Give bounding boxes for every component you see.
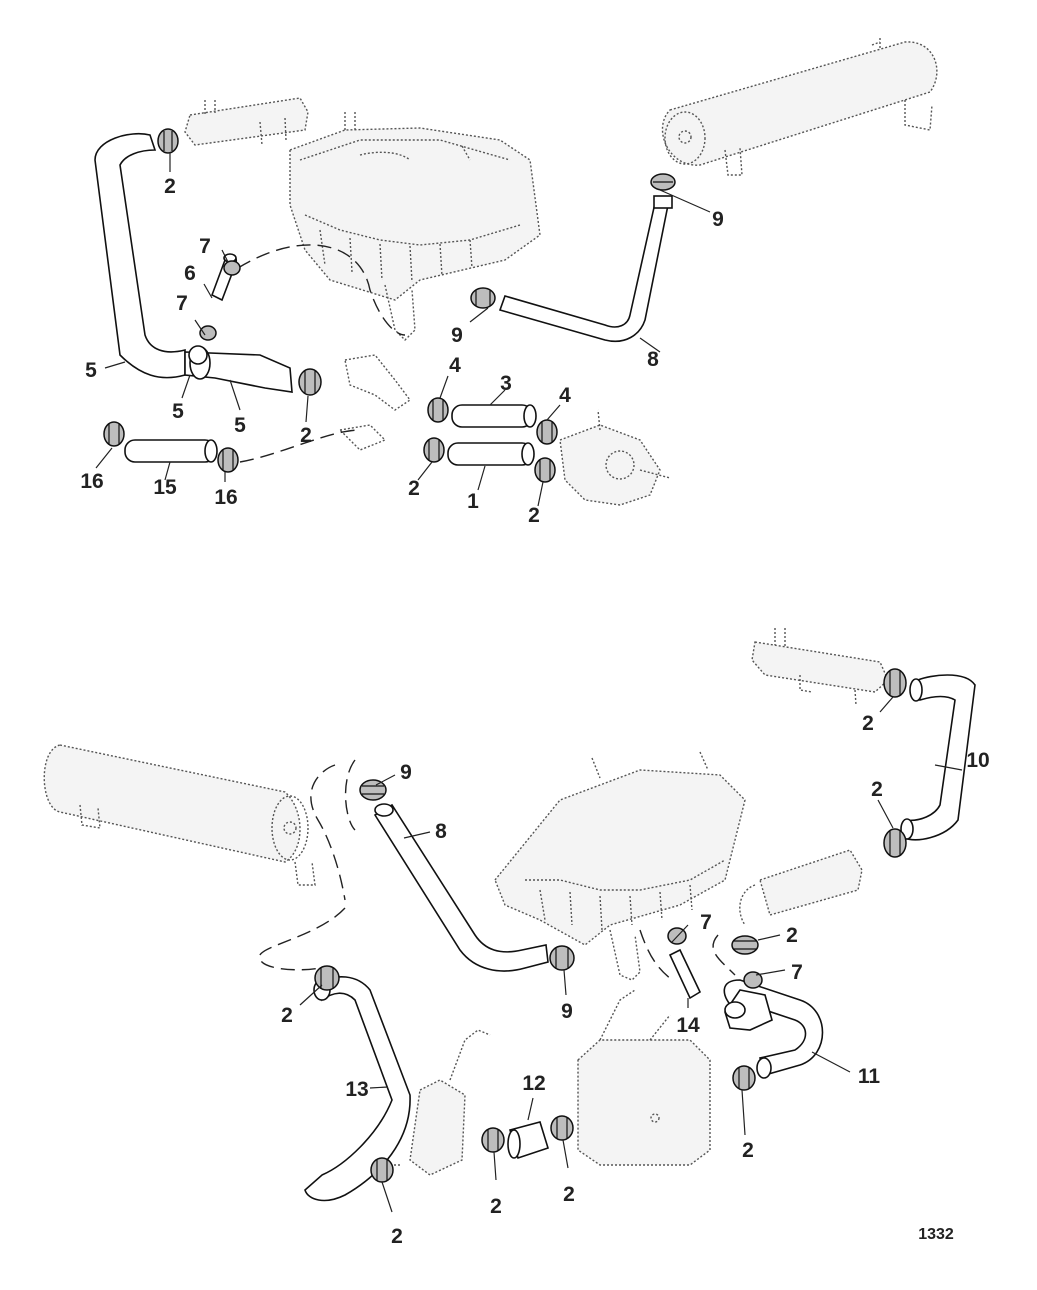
callout-label: 4 bbox=[559, 384, 571, 407]
route-line bbox=[310, 764, 346, 901]
hose-clamp bbox=[536, 419, 558, 445]
callout-label: 11 bbox=[858, 1065, 881, 1088]
callout-label: 13 bbox=[345, 1078, 368, 1101]
hose-clamp bbox=[370, 1157, 394, 1183]
route-line bbox=[259, 907, 346, 971]
callout-label: 8 bbox=[647, 348, 659, 371]
callout-label: 14 bbox=[676, 1014, 700, 1037]
hose-clamp bbox=[470, 287, 496, 309]
cooler-pipe-ghost bbox=[759, 849, 863, 916]
hose-3 bbox=[451, 404, 533, 428]
lower-assembly bbox=[43, 628, 976, 1213]
figure-id: 1332 bbox=[918, 1226, 954, 1243]
hose-clamp bbox=[534, 457, 556, 483]
tee-fitting bbox=[188, 345, 208, 365]
callout-label: 2 bbox=[281, 1004, 293, 1027]
hose-clamp bbox=[481, 1127, 505, 1153]
callout-label: 2 bbox=[408, 477, 420, 500]
hose-clamp bbox=[732, 1065, 756, 1091]
callout-label: 2 bbox=[871, 778, 883, 801]
heat-exchanger-ghost bbox=[43, 744, 316, 886]
callout-label: 2 bbox=[742, 1139, 754, 1162]
callout-label: 2 bbox=[300, 424, 312, 447]
route-line bbox=[239, 429, 361, 463]
hose-clamp bbox=[549, 945, 575, 971]
callout-label: 9 bbox=[712, 208, 724, 231]
callout-label: 2 bbox=[786, 924, 798, 947]
callout-label: 5 bbox=[85, 359, 97, 382]
hose-clamp bbox=[650, 173, 676, 191]
hose-clamp bbox=[423, 437, 445, 463]
callout-label: 5 bbox=[172, 400, 184, 423]
callout-label: 2 bbox=[164, 175, 176, 198]
callout-label: 2 bbox=[490, 1195, 502, 1218]
callout-label: 16 bbox=[80, 470, 103, 493]
callout-label: 1 bbox=[467, 490, 479, 513]
route-line bbox=[344, 759, 356, 831]
callout-label: 2 bbox=[563, 1183, 575, 1206]
callout-label: 16 bbox=[214, 486, 237, 509]
callout-label: 15 bbox=[153, 476, 177, 499]
callout-label: 12 bbox=[522, 1072, 545, 1095]
route-line bbox=[639, 929, 673, 981]
heat-exchanger-ghost bbox=[661, 38, 938, 176]
hose-clamp bbox=[743, 971, 763, 989]
hose-clamp bbox=[731, 935, 759, 955]
hose-clamp bbox=[217, 447, 239, 473]
hose-clamp bbox=[298, 368, 322, 396]
fitting-ghost bbox=[338, 424, 387, 451]
hose-clamp bbox=[550, 1115, 574, 1141]
callouts-upper: 2 9 7 6 7 9 8 5 5 5 2 4 3 4 16 15 16 2 1… bbox=[80, 175, 724, 527]
hose-clamp bbox=[883, 828, 907, 858]
callout-label: 2 bbox=[528, 504, 540, 527]
hose-clamp bbox=[359, 779, 387, 801]
callouts-lower: 2 10 9 8 2 7 2 7 14 11 2 9 2 13 12 2 2 2 bbox=[281, 712, 990, 1248]
callout-label: 4 bbox=[449, 354, 461, 377]
callout-label: 9 bbox=[451, 324, 463, 347]
engine-block-ghost bbox=[494, 751, 746, 981]
upper-assembly bbox=[94, 38, 938, 507]
hose-15 bbox=[124, 439, 216, 463]
callout-label: 7 bbox=[791, 961, 803, 984]
small-cooler-ghost bbox=[751, 628, 889, 706]
pipe-ghost bbox=[739, 884, 756, 926]
callout-label: 2 bbox=[391, 1225, 403, 1248]
elbow-fitting bbox=[724, 989, 773, 1031]
hose-clamp bbox=[883, 668, 907, 698]
callout-label: 7 bbox=[700, 911, 712, 934]
hose-5 bbox=[94, 133, 186, 379]
callout-label: 3 bbox=[500, 372, 512, 395]
hose-clamp bbox=[223, 260, 241, 276]
callout-label: 2 bbox=[862, 712, 874, 735]
callout-label: 8 bbox=[435, 820, 447, 843]
hose-clamp bbox=[427, 397, 449, 423]
hose-13 bbox=[304, 976, 411, 1202]
callout-label: 6 bbox=[184, 262, 196, 285]
route-line bbox=[712, 934, 736, 976]
engine-block-ghost bbox=[289, 112, 541, 341]
hose-clamp bbox=[199, 325, 217, 341]
callout-label: 9 bbox=[561, 1000, 573, 1023]
callout-label: 5 bbox=[234, 414, 246, 437]
hose-clamp bbox=[103, 421, 125, 447]
callout-label: 7 bbox=[176, 292, 188, 315]
callout-label: 9 bbox=[400, 761, 412, 784]
seawater-pump-ghost bbox=[559, 409, 671, 506]
elbow-fitting-ghost bbox=[344, 354, 412, 411]
callout-label: 10 bbox=[966, 749, 989, 772]
hose-clamp bbox=[314, 965, 340, 991]
route-line bbox=[237, 244, 406, 336]
hose-clamp bbox=[157, 128, 179, 154]
hose-8 bbox=[373, 803, 549, 972]
hose-14 bbox=[668, 948, 702, 1000]
callout-label: 7 bbox=[199, 235, 211, 258]
oil-cooler-ghost bbox=[577, 989, 711, 1166]
hose-1 bbox=[447, 442, 533, 466]
small-cooler-ghost bbox=[184, 97, 309, 146]
